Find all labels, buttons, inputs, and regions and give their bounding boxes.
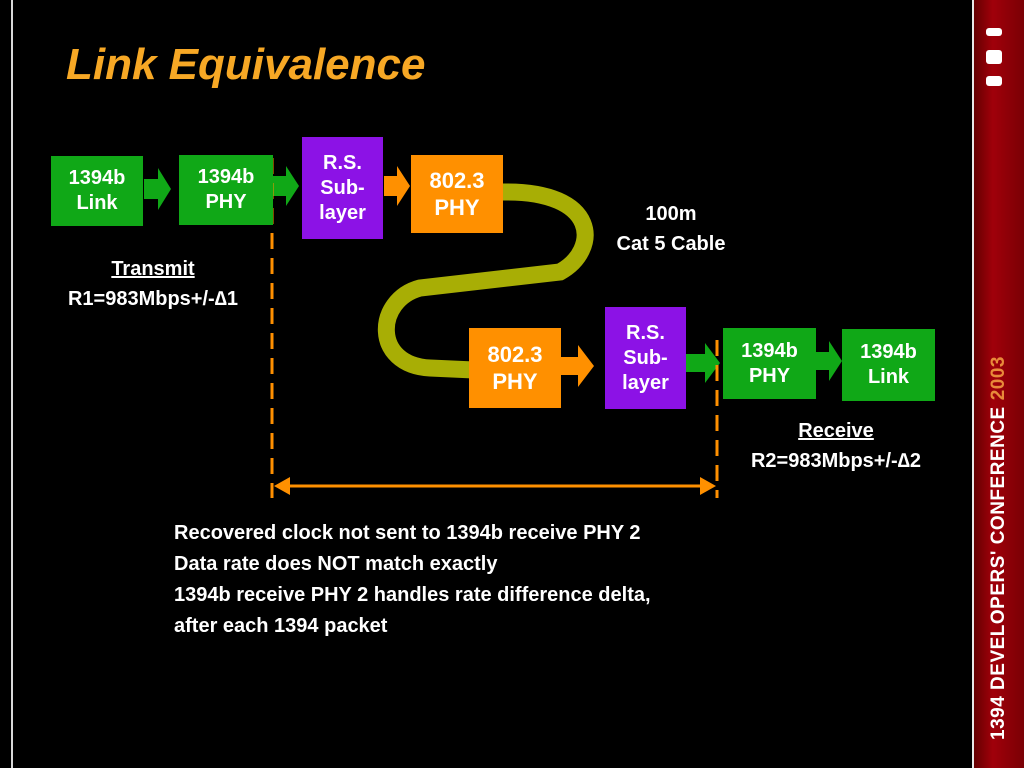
arrow-phy-to-link-rx bbox=[816, 341, 842, 381]
tx-1394b-link-label: 1394b Link bbox=[68, 167, 126, 214]
arrow-phy-to-rs-tx bbox=[272, 166, 299, 206]
sidebar-banner bbox=[972, 0, 1024, 768]
tx-rs-sublayer-label: R.S. Sub- layer bbox=[319, 151, 366, 224]
tx-1394b-phy-block: 1394b PHY bbox=[179, 155, 273, 225]
tx-1394b-phy-label: 1394b PHY bbox=[197, 166, 255, 213]
arrow-8023-to-rs-rx bbox=[561, 345, 594, 387]
left-border-line bbox=[11, 0, 13, 768]
sidebar-edge-line bbox=[972, 0, 974, 768]
rx-rs-sublayer-label: R.S. Sub- layer bbox=[622, 321, 669, 394]
rx-1394b-phy-block: 1394b PHY bbox=[723, 328, 816, 399]
tx-8023-phy-label: 802.3 PHY bbox=[429, 167, 485, 221]
note-line: Recovered clock not sent to 1394b receiv… bbox=[174, 522, 641, 544]
receive-title: Receive bbox=[798, 420, 874, 442]
notes-block: Recovered clock not sent to 1394b receiv… bbox=[174, 518, 651, 642]
tx-rs-sublayer-block: R.S. Sub- layer bbox=[302, 137, 383, 239]
cable-type: Cat 5 Cable bbox=[616, 233, 726, 255]
arrow-link-to-phy-tx bbox=[144, 168, 171, 210]
rx-rs-sublayer-block: R.S. Sub- layer bbox=[605, 307, 686, 409]
transmit-label: Transmit R1=983Mbps+/-∆1 bbox=[34, 254, 272, 314]
rx-8023-phy-block: 802.3 PHY bbox=[469, 328, 561, 408]
cable-label: 100m Cat 5 Cable bbox=[596, 199, 746, 259]
arrow-rs-to-8023-tx bbox=[384, 166, 410, 206]
tx-8023-phy-block: 802.3 PHY bbox=[411, 155, 503, 233]
cable-length: 100m bbox=[645, 203, 697, 225]
tx-1394b-link-block: 1394b Link bbox=[51, 156, 143, 226]
rx-1394b-phy-label: 1394b PHY bbox=[741, 339, 798, 387]
transmit-title: Transmit bbox=[111, 258, 195, 280]
cat5-cable bbox=[377, 183, 594, 379]
rx-1394b-link-block: 1394b Link bbox=[842, 329, 935, 401]
receive-rate: R2=983Mbps+/-∆2 bbox=[750, 450, 922, 472]
arrow-rs-to-phy-rx bbox=[686, 343, 720, 383]
note-line: Data rate does NOT match exactly bbox=[174, 553, 498, 575]
note-line: 1394b receive PHY 2 handles rate differe… bbox=[174, 584, 651, 606]
rx-1394b-link-label: 1394b Link bbox=[860, 341, 917, 388]
page-title: Link Equivalence bbox=[66, 40, 426, 89]
receive-label: Receive R2=983Mbps+/-∆2 bbox=[716, 416, 956, 476]
note-line: after each 1394 packet bbox=[174, 615, 388, 637]
rx-8023-phy-label: 802.3 PHY bbox=[487, 341, 543, 395]
transmit-rate: R1=983Mbps+/-∆1 bbox=[67, 288, 239, 310]
